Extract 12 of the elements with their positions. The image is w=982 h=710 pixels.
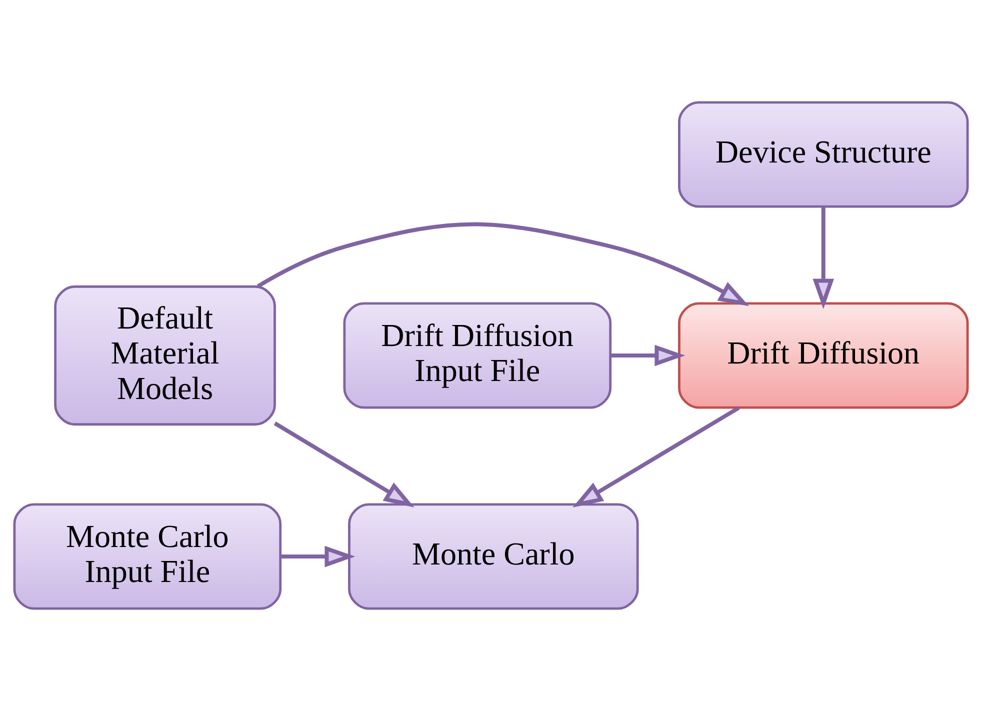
- arrow: [610, 344, 686, 366]
- node-box: Monte Carlo: [348, 502, 639, 610]
- node-box: Drift Diffusion: [678, 302, 969, 408]
- arrow: [572, 406, 740, 507]
- arrow: [274, 421, 414, 507]
- arrow: [280, 545, 356, 567]
- node-box: Monte Carlo Input File: [13, 502, 282, 610]
- node-box: Drift Diffusion Input File: [343, 302, 612, 408]
- arrow: [256, 222, 750, 306]
- node-box: Device Structure: [678, 100, 969, 208]
- arrow: [812, 206, 834, 309]
- node-box: Default Material Models: [54, 284, 276, 426]
